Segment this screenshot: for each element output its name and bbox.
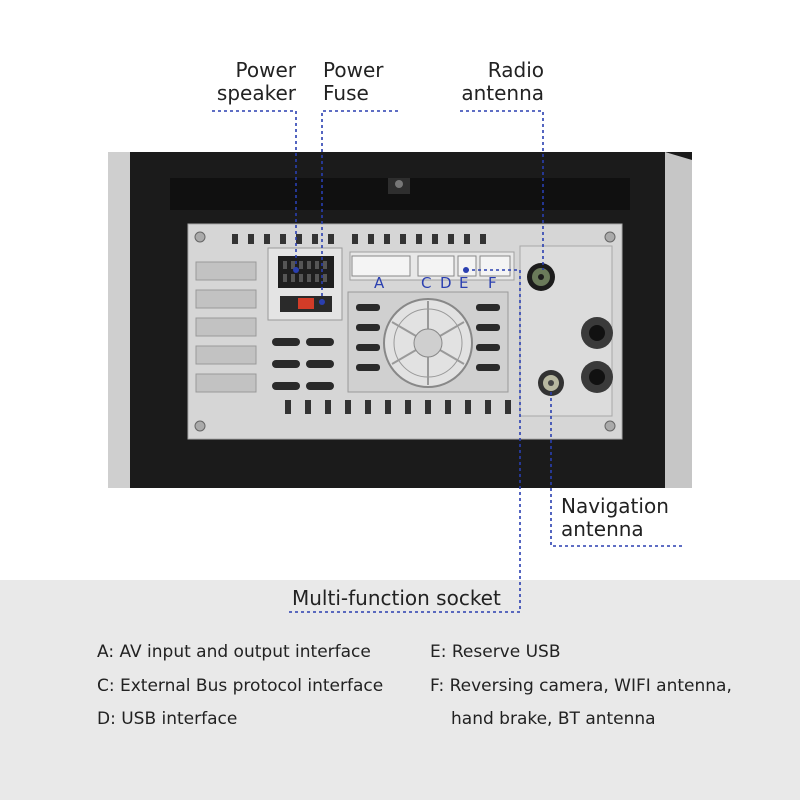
callout-line-multi-function-socket <box>287 269 521 613</box>
legend-background <box>0 580 800 800</box>
label-power-speaker-line2: speaker <box>216 81 296 105</box>
label-power-fuse-line2: Fuse <box>323 81 369 105</box>
label-navigation-antenna-line1: Navigation <box>561 494 669 518</box>
label-power-fuse: Power Fuse <box>323 59 423 105</box>
callout-line-radio-antenna <box>460 110 544 270</box>
label-multi-function-socket: Multi-function socket <box>292 586 501 610</box>
legend-item-f-continued: hand brake, BT antenna <box>451 709 656 729</box>
label-power-fuse-line1: Power <box>323 58 384 82</box>
port-letter-d: D <box>440 274 452 292</box>
port-letter-e: E <box>459 274 468 292</box>
legend-item-c: C: External Bus protocol interface <box>97 676 384 696</box>
legend-item-d: D: USB interface <box>97 709 238 729</box>
legend-item-a: A: AV input and output interface <box>97 642 371 662</box>
label-power-speaker: Power speaker <box>190 59 296 105</box>
port-letter-c: C <box>421 274 431 292</box>
cooling-fan <box>347 291 509 393</box>
callout-line-power-fuse <box>321 110 398 302</box>
label-power-speaker-line1: Power <box>235 58 296 82</box>
label-navigation-antenna-line2: antenna <box>561 517 644 541</box>
rca-jacks <box>581 317 613 393</box>
label-radio-antenna-line2: antenna <box>461 81 544 105</box>
label-navigation-antenna: Navigation antenna <box>561 495 701 541</box>
label-radio-antenna-line1: Radio <box>487 58 544 82</box>
multi-function-socket <box>349 251 515 281</box>
radio-antenna-jack <box>527 263 555 291</box>
callout-line-navigation-antenna <box>550 390 682 547</box>
power-fuse <box>280 296 332 312</box>
port-letter-f: F <box>488 274 497 292</box>
legend-item-e: E: Reserve USB <box>430 642 561 662</box>
legend-item-f: F: Reversing camera, WIFI antenna, <box>430 676 732 696</box>
navigation-antenna-jack <box>538 370 564 396</box>
label-radio-antenna: Radio antenna <box>430 59 544 105</box>
port-letter-a: A <box>374 274 385 292</box>
callout-line-power-speaker <box>212 110 297 270</box>
